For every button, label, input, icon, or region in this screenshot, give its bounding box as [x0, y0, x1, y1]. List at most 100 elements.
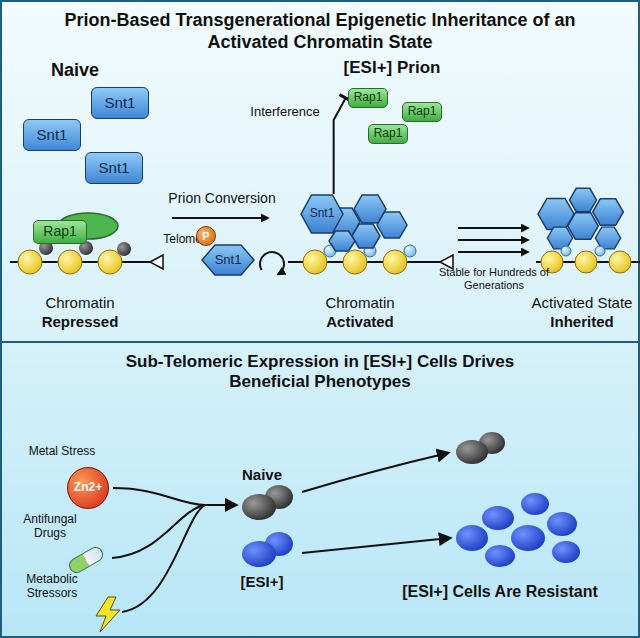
chromatin-repressed-part: [98, 250, 122, 274]
outcome-label: [ESI+] Cells Are Resistant: [390, 582, 610, 601]
node-text: Zn2+: [74, 481, 102, 494]
panel-heading: Sub-Telomeric Expression in [ESI+] Cells…: [100, 352, 540, 393]
state-label: Naive: [30, 60, 120, 82]
step-label: Interference: [247, 104, 323, 120]
node-text: Snt1: [301, 207, 343, 220]
yeast-cells-part: [485, 545, 515, 567]
state-label: Repressed: [25, 313, 135, 331]
yeast-cells-part: [511, 525, 545, 551]
stressor-label: Antifungal Drugs: [10, 512, 90, 541]
protein-box: Snt1: [23, 119, 81, 151]
chromatin-inherited-part: [561, 246, 571, 256]
merge-arrows-part: [205, 504, 236, 506]
node-text: Rap1: [43, 224, 76, 239]
chromatin-inherited-part: [595, 246, 605, 256]
phospho-mark: P: [196, 226, 216, 246]
node-text: Rap1: [408, 105, 437, 118]
chromatin-activated-part: [404, 245, 416, 257]
hexagon: [301, 195, 343, 233]
generation-arrows-part: [458, 251, 528, 253]
stressor-icons-part: [67, 545, 105, 575]
protein-box: Rap1: [402, 102, 443, 122]
outcome-arrows: [302, 453, 450, 553]
chromatin-inherited-part: [575, 251, 597, 273]
chromatin-inherited-part: [568, 213, 599, 240]
chromatin-repressed-part: [58, 250, 82, 274]
yeast-cells-part: [482, 506, 514, 530]
hexagon: [352, 224, 380, 248]
yeast-cells-part: [456, 440, 488, 464]
merge-arrows: [112, 488, 236, 612]
prion-aggregate: Snt1: [300, 194, 410, 250]
protein-box: Rap1: [368, 124, 409, 144]
stressor-icons-part: [96, 597, 120, 632]
chromatin-activated-part: [343, 250, 367, 274]
yeast-cells-part: [242, 494, 276, 520]
chromatin-repressed: [10, 213, 163, 274]
hexagon: [377, 212, 407, 238]
prion-conversion-arrow: [172, 218, 284, 274]
chromatin-repressed-part: [18, 250, 42, 274]
chromatin-inherited-part: [570, 188, 597, 211]
node-text: Snt1: [99, 160, 130, 177]
state-label: [ESI+] Prion: [317, 58, 467, 78]
outcome-arrows-part: [302, 453, 448, 492]
prion-conversion-arrow-part: [172, 217, 268, 219]
prion-hexagon: Snt1: [202, 245, 254, 275]
node-text: P: [202, 230, 209, 242]
chromatin-repressed-part: [117, 242, 131, 256]
panel-background-part: [0, 342, 640, 638]
node-text: Rap1: [354, 91, 383, 104]
chromatin-activated: [288, 245, 453, 274]
state-label: Inherited: [528, 313, 636, 331]
chromatin-inherited-part: [593, 199, 624, 226]
title: Prion-Based Transgenerational Epigenetic…: [40, 10, 600, 53]
step-label: Prion Conversion: [157, 190, 287, 207]
chromatin-activated-part: [383, 250, 407, 274]
protein-box: Snt1: [85, 152, 143, 184]
yeast-cells-part: [521, 493, 549, 515]
yeast-cells: [242, 432, 580, 567]
yeast-cells-part: [552, 541, 580, 563]
generation-arrows: [458, 228, 528, 252]
cell-label: [ESI+]: [222, 573, 302, 591]
prion-conversion-arrow-part: [260, 252, 284, 274]
protein-box: Rap1: [33, 220, 87, 244]
state-label: Activated State: [528, 294, 636, 312]
node-text: Snt1: [37, 127, 68, 144]
chromatin-activated-part: [303, 250, 327, 274]
metal-ion: Zn2+: [67, 467, 109, 509]
stressor-label: Metal Stress: [14, 444, 110, 458]
panel-background-part: [0, 0, 640, 342]
protein-box: Rap1: [348, 88, 389, 108]
yeast-cells-part: [242, 541, 276, 567]
yeast-cells-part: [547, 512, 577, 536]
note-label: Stable for Hundreds of Generations: [431, 266, 557, 292]
node-outline: [300, 194, 410, 250]
stressor-label: Metabolic Stressors: [10, 572, 94, 601]
yeast-cells-part: [456, 525, 488, 551]
chromatin-inherited-part: [547, 227, 572, 249]
hexagon: [202, 245, 254, 275]
chromatin-inherited: [536, 188, 640, 273]
merge-arrows-part: [122, 505, 205, 612]
node-text: Snt1: [105, 95, 136, 112]
merge-arrows-part: [112, 505, 205, 558]
inhibition-line: [334, 98, 346, 194]
node-text: Rap1: [374, 127, 403, 140]
generation-arrows-part: [458, 227, 528, 229]
state-label: Activated: [305, 313, 415, 331]
panel-background-part: [0, 341, 640, 343]
node-text: Snt1: [215, 253, 242, 267]
chromatin-repressed-part: [150, 255, 163, 269]
hexagon: [329, 231, 355, 251]
cell-label: Naive: [222, 466, 302, 484]
merge-arrows-part: [113, 488, 205, 505]
protein-box: Snt1: [91, 87, 149, 119]
chromatin-inherited-part: [609, 251, 631, 273]
state-label: Chromatin: [305, 294, 415, 312]
generation-arrows-part: [458, 239, 528, 241]
